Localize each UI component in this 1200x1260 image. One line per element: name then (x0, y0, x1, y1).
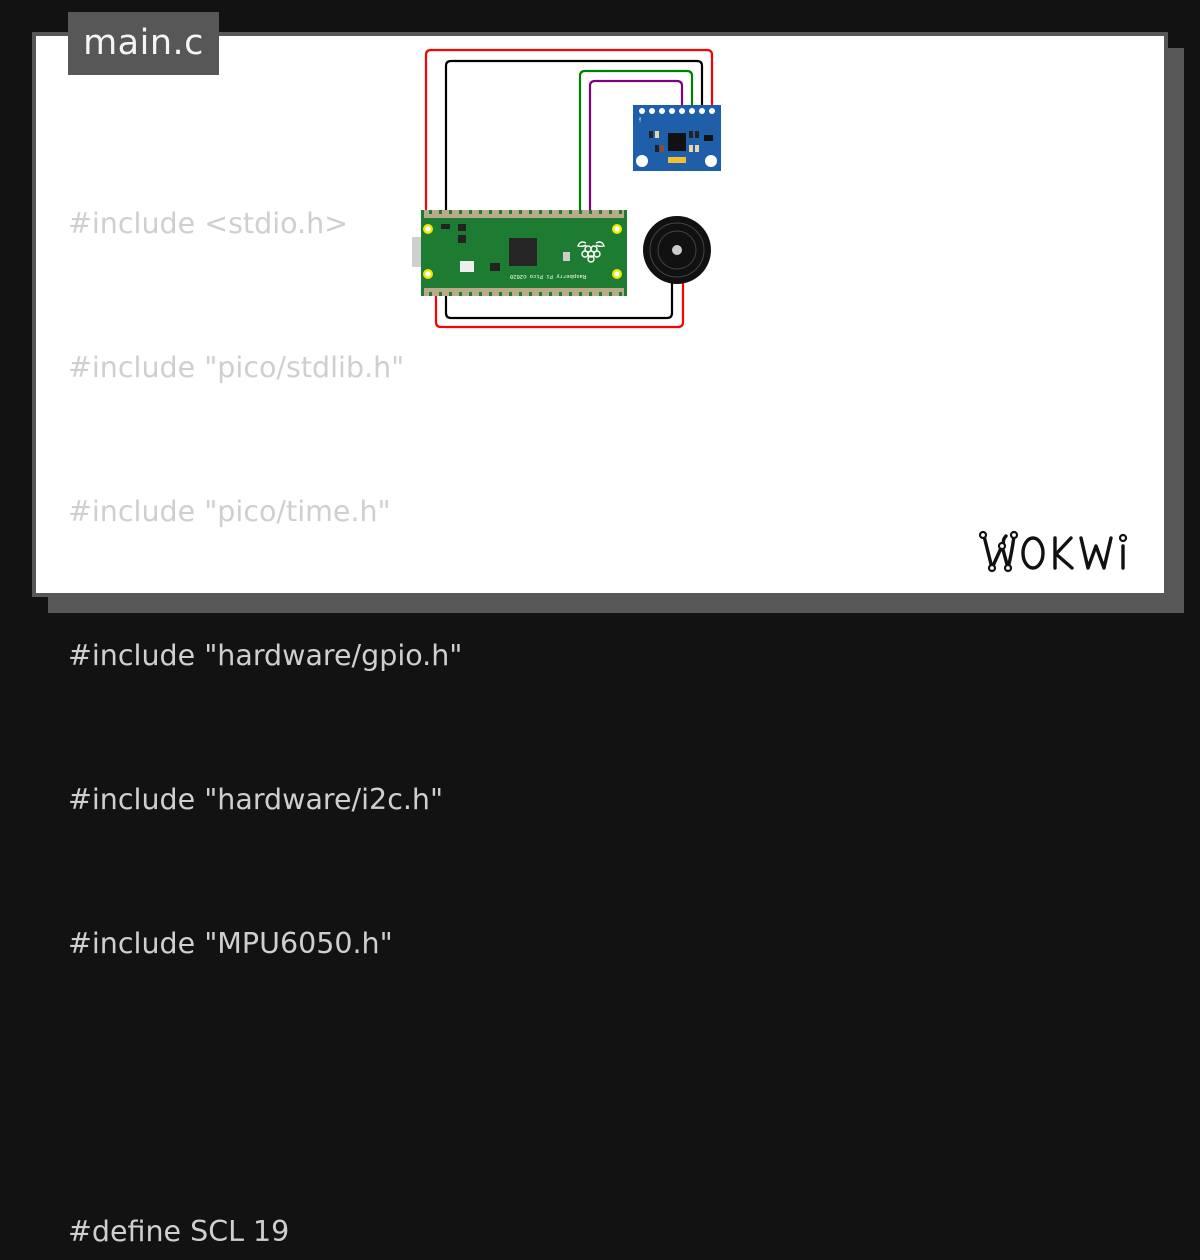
wire-buzzer-signal[interactable] (434, 283, 685, 329)
svg-text:INT: INT (638, 117, 642, 122)
code-line: #include "hardware/gpio.h" (68, 639, 463, 672)
code-line: #include "hardware/i2c.h" (68, 783, 444, 816)
raspberry-logo-icon (577, 241, 605, 263)
mpu-pin-labels: INT (638, 117, 642, 122)
wire-scl[interactable] (578, 69, 694, 214)
code-line: #include "pico/time.h" (68, 495, 391, 528)
preview-panel (32, 32, 1168, 597)
board-silkscreen: Raspberry Pi Pico ©2020 (510, 273, 586, 279)
wire-sda[interactable] (588, 79, 684, 214)
wire-vcc[interactable] (424, 48, 714, 214)
bootsel-button (460, 261, 474, 272)
wokwi-logo: WOKWI (978, 530, 1128, 573)
code-line: #include <stdio.h> (68, 207, 349, 240)
code-line: #include "MPU6050.h" (68, 927, 393, 960)
file-tab[interactable]: main.c (68, 12, 219, 75)
code-line: #include "pico/stdlib.h" (68, 351, 405, 384)
buzzer[interactable] (643, 216, 711, 284)
mpu6050-module[interactable]: INT (633, 105, 721, 171)
wire-buzzer-gnd[interactable] (444, 283, 674, 320)
raspberry-pi-pico[interactable]: Raspberry Pi Pico ©2020 (412, 210, 627, 296)
code-line: #define SCL 19 (68, 1215, 290, 1248)
circuit-diagram: INT (412, 48, 721, 329)
code-line (68, 1064, 462, 1112)
wire-gnd[interactable] (444, 59, 704, 214)
wokwi-logo-text: WOKWI (978, 530, 982, 531)
